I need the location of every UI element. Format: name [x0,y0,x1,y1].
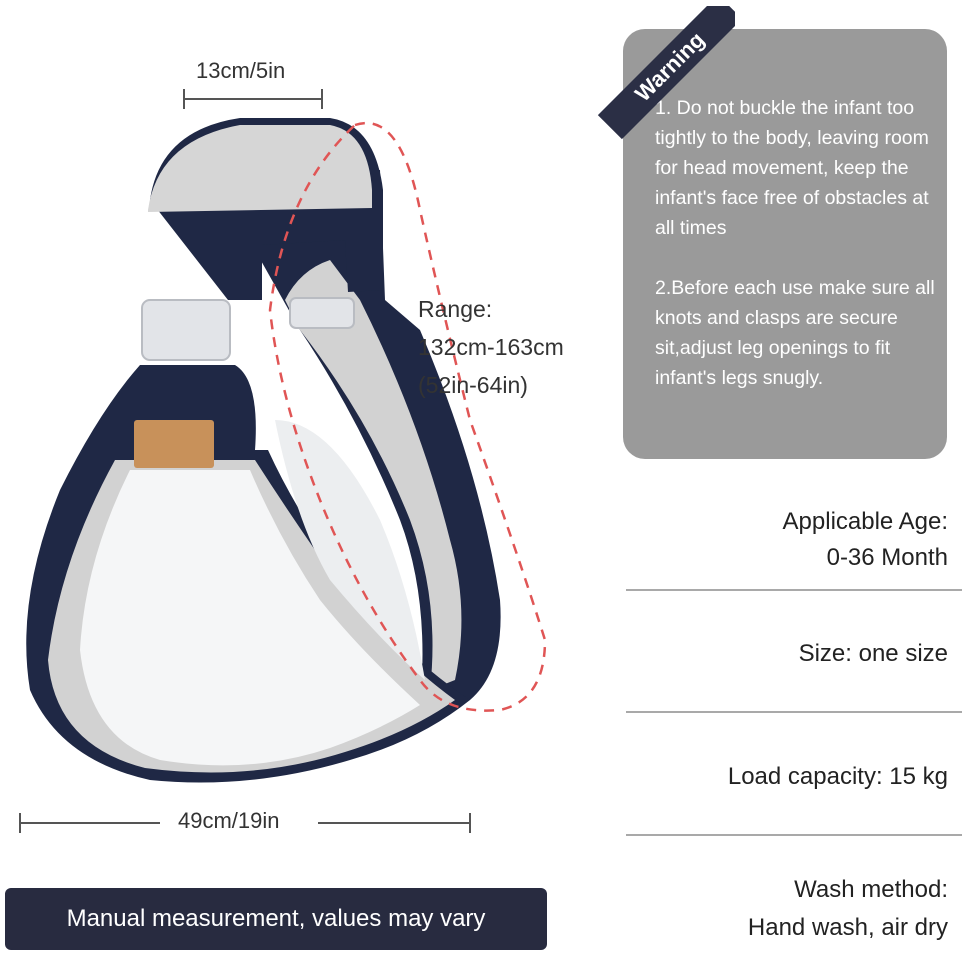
warning-card: 1. Do not buckle the infant too tightly … [623,29,947,459]
measurement-note-banner: Manual measurement, values may vary [5,888,547,950]
range-cm-label: 132cm-163cm [418,334,564,360]
size-spec: Size: one size [798,640,948,667]
bottom-width-label: 49cm/19in [178,808,280,833]
wash-method-value: Hand wash, air dry [747,914,948,941]
strap-width-label: 13cm/5in [196,58,286,83]
rear-strap-inner [285,260,462,690]
age-label: Applicable Age: [782,508,948,535]
warning-ribbon-container: Warning [595,6,735,146]
warning-item-1: 1. Do not buckle the infant too tightly … [655,97,929,239]
divider [626,711,962,713]
range-in-label: (52in-64in) [418,372,528,398]
sling-mesh [80,470,420,766]
range-title: Range: [418,296,493,322]
divider [626,834,962,836]
sling-mesh-inner [275,420,425,680]
load-capacity-spec: Load capacity: 15 kg [727,763,948,790]
front-buckle [141,299,231,361]
top-strap-gray [148,125,372,212]
range-dashed-loop [268,121,547,712]
rear-buckle [289,297,355,329]
brand-tag [134,420,214,468]
warning-ribbon: Warning [597,6,735,140]
baby-sling-image [19,89,547,833]
bottom-width-dimension-line [19,813,471,833]
wash-method-label: Wash method: [794,876,948,903]
product-illustration: 13cm/5in 49cm/19in Range: 132cm-163cm (5… [19,58,564,833]
strap-width-dimension-line [183,89,323,109]
age-value: 0-36 Month [826,544,948,571]
divider [626,589,962,591]
warning-item-2: 2.Before each use make sure all knots an… [655,277,935,389]
